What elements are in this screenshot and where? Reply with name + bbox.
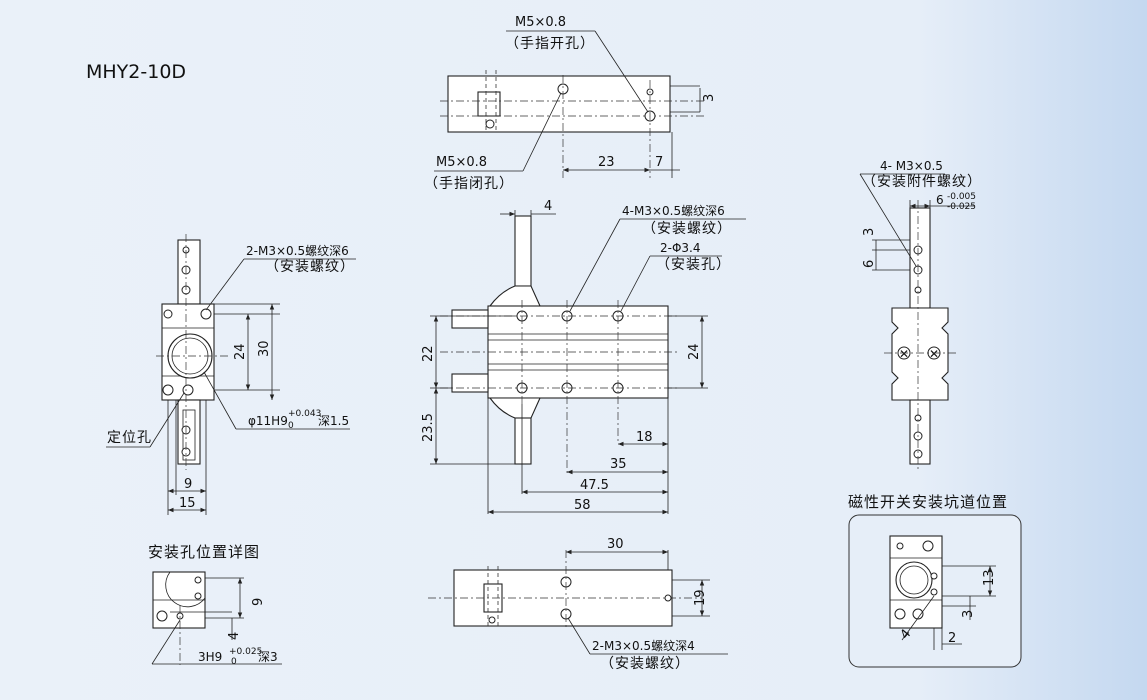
svg-text:3H9: 3H9 xyxy=(198,650,222,664)
svg-text:（安装螺纹）: （安装螺纹） xyxy=(642,221,732,237)
svg-text:2: 2 xyxy=(948,631,956,646)
svg-text:2-M3×0.5螺纹深6: 2-M3×0.5螺纹深6 xyxy=(246,244,349,258)
sensor-title: 磁性开关安装坑道位置 xyxy=(848,493,1008,511)
bottom-view: 30 19 2-M3×0.5螺纹深4 （安装螺纹） xyxy=(428,537,728,672)
svg-text:-0.025: -0.025 xyxy=(947,202,976,212)
svg-text:2-M3×0.5螺纹深4: 2-M3×0.5螺纹深4 xyxy=(592,639,695,653)
svg-text:M5×0.8: M5×0.8 xyxy=(436,155,487,170)
svg-text:✕: ✕ xyxy=(929,347,939,361)
left-view: 24 30 9 15 2-M3×0.5螺纹深6 （安装螺纹） φ11H9 +0.… xyxy=(106,234,356,515)
svg-text:（安装螺纹）: （安装螺纹） xyxy=(265,259,355,275)
svg-text:（安装附件螺纹）: （安装附件螺纹） xyxy=(862,174,982,190)
svg-text:23: 23 xyxy=(598,155,615,170)
svg-text:35: 35 xyxy=(610,457,627,472)
svg-text:✕: ✕ xyxy=(899,347,909,361)
svg-text:47.5: 47.5 xyxy=(580,478,609,493)
svg-text:58: 58 xyxy=(574,498,591,513)
svg-text:+0.025: +0.025 xyxy=(229,647,262,657)
svg-text:定位孔: 定位孔 xyxy=(107,430,152,446)
svg-text:+0.043: +0.043 xyxy=(288,409,321,419)
svg-text:4: 4 xyxy=(227,632,242,640)
top-view: 3 23 7 M5×0.8 （手指开孔） M5×0.8 （手指闭孔） xyxy=(424,15,717,192)
svg-text:9: 9 xyxy=(251,598,266,606)
svg-text:30: 30 xyxy=(607,537,624,552)
svg-text:6: 6 xyxy=(862,260,877,268)
svg-text:15: 15 xyxy=(179,496,196,511)
svg-text:24: 24 xyxy=(687,343,702,360)
svg-text:3: 3 xyxy=(702,94,717,102)
svg-text:7: 7 xyxy=(655,155,663,170)
model-title: MHY2-10D xyxy=(86,61,186,83)
svg-text:（安装孔）: （安装孔） xyxy=(656,257,731,273)
right-body xyxy=(891,307,949,401)
svg-text:（手指闭孔）: （手指闭孔） xyxy=(424,176,514,192)
svg-text:（安装螺纹）: （安装螺纹） xyxy=(600,656,690,672)
svg-text:23.5: 23.5 xyxy=(421,413,436,442)
sensor-groove-view: 磁性开关安装坑道位置 13 3 2 4 xyxy=(848,493,1022,668)
svg-text:4: 4 xyxy=(544,199,552,214)
svg-text:M5×0.8: M5×0.8 xyxy=(515,15,566,30)
svg-text:22: 22 xyxy=(421,345,436,362)
svg-text:3: 3 xyxy=(961,610,976,618)
svg-text:深3: 深3 xyxy=(258,650,278,664)
svg-text:2-Φ3.4: 2-Φ3.4 xyxy=(660,241,701,255)
svg-text:6: 6 xyxy=(936,193,944,207)
svg-text:19: 19 xyxy=(693,589,708,606)
right-view: ✕ ✕ 6 -0.005 -0.025 3 6 4- M3×0.5 （安装附件螺… xyxy=(859,159,982,470)
svg-text:0: 0 xyxy=(231,657,237,667)
svg-text:φ11H9: φ11H9 xyxy=(248,414,288,428)
svg-text:（手指开孔）: （手指开孔） xyxy=(505,36,595,52)
svg-text:30: 30 xyxy=(257,340,272,357)
svg-text:24: 24 xyxy=(233,343,248,360)
front-view: 4 22 23.5 24 18 35 47.5 58 4-M3×0.5螺纹深6 … xyxy=(421,199,746,515)
svg-text:4-M3×0.5螺纹深6: 4-M3×0.5螺纹深6 xyxy=(622,204,725,218)
svg-text:9: 9 xyxy=(184,477,192,492)
detail-title: 安装孔位置详图 xyxy=(148,543,260,561)
svg-text:深1.5: 深1.5 xyxy=(318,414,349,428)
svg-text:13: 13 xyxy=(982,569,997,586)
mounting-hole-detail: 安装孔位置详图 9 4 3H9 +0.025 0 深3 xyxy=(148,543,282,667)
svg-text:4- M3×0.5: 4- M3×0.5 xyxy=(880,159,943,173)
svg-text:3: 3 xyxy=(862,228,877,236)
svg-text:0: 0 xyxy=(288,421,294,431)
svg-text:-0.005: -0.005 xyxy=(947,192,976,202)
svg-text:18: 18 xyxy=(636,430,653,445)
